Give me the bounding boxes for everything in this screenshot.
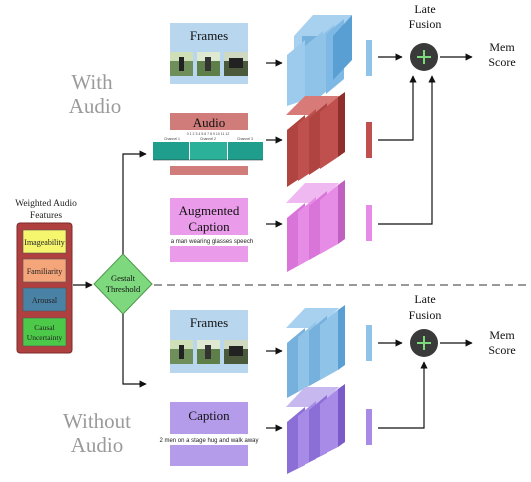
section-bottom-line1: Without: [63, 409, 131, 433]
audio-channel-2: [190, 142, 227, 160]
feature-imageability: Imageability: [22, 229, 67, 254]
branch-up-arrow: [122, 150, 147, 254]
top-fusion-label-1: Late: [414, 2, 435, 16]
branch-down-arrow: [122, 314, 147, 388]
bottom-caption-encoder: [286, 384, 345, 474]
svg-text:Frames: Frames: [190, 315, 228, 330]
bottom-frames-vector: [366, 325, 372, 361]
bottom-caption-card: Caption 2 men on a stage hug and walk aw…: [159, 402, 259, 466]
svg-text:0 1 2 3 4 5 6 7 8 9 10 11 12: 0 1 2 3 4 5 6 7 8 9 10 11 12: [187, 132, 230, 136]
bottom-frames-encoder: [286, 305, 345, 398]
section-bottom-line2: Audio: [71, 433, 124, 457]
svg-text:Gestalt: Gestalt: [111, 273, 136, 283]
bottom-fusion-node: [410, 329, 438, 357]
top-augmented-caption-card: Augmented Caption a man wearing glasses …: [166, 198, 258, 262]
svg-text:Uncertainty: Uncertainty: [27, 333, 63, 342]
bottom-fusion-label-2: Fusion: [409, 308, 442, 322]
top-audio-encoder: [286, 92, 345, 187]
bottom-caption-vector: [366, 409, 372, 445]
arrow-bottom-caption-fusion: [378, 361, 428, 429]
top-caption-encoder: [286, 180, 345, 272]
svg-text:Frames: Frames: [190, 28, 228, 43]
svg-text:Caption: Caption: [188, 408, 230, 423]
svg-text:Channel 2: Channel 2: [200, 137, 216, 141]
top-output-line2: Score: [488, 55, 515, 69]
bottom-fusion-label-1: Late: [414, 292, 435, 306]
feature-arousal: Arousal: [22, 287, 67, 312]
svg-text:Caption: Caption: [188, 219, 230, 234]
top-caption-vector: [366, 205, 372, 241]
feature-causal-uncertainty: Causal Uncertainty: [22, 317, 67, 347]
svg-text:2 men on a stage hug and walk: 2 men on a stage hug and walk away: [159, 438, 258, 444]
audio-channel-3: [228, 142, 263, 160]
section-top-line2: Audio: [69, 94, 122, 118]
top-frames-card: Frames: [170, 23, 248, 84]
bottom-output-line1: Mem: [489, 328, 515, 342]
section-top-line1: With: [71, 70, 113, 94]
bottom-frame-thumbnails: [170, 340, 248, 364]
svg-text:Arousal: Arousal: [32, 296, 58, 305]
top-frames-encoder: [287, 15, 352, 106]
feature-familiarity: Familiarity: [22, 258, 67, 283]
top-audio-vector: [366, 122, 372, 158]
top-output-line1: Mem: [489, 40, 515, 54]
bottom-frames-card: Frames: [170, 310, 248, 373]
svg-text:Augmented: Augmented: [179, 203, 240, 218]
top-fusion-node: [410, 43, 438, 71]
svg-text:Imageability: Imageability: [24, 238, 64, 247]
svg-text:Familiarity: Familiarity: [27, 267, 63, 276]
top-audio-card: Audio 0 1 2 3 4 5 6 7 8 9 10 11 12 Chann…: [152, 113, 264, 175]
arrow-caption-fusion: [378, 75, 436, 225]
top-fusion-label-2: Fusion: [409, 17, 442, 31]
bottom-output-line2: Score: [488, 343, 515, 357]
svg-text:Channel 1: Channel 1: [164, 137, 180, 141]
features-title-line1: Weighted Audio: [15, 199, 77, 209]
svg-text:Channel 3: Channel 3: [237, 137, 253, 141]
features-title-line2: Features: [30, 211, 62, 221]
svg-text:Causal: Causal: [34, 323, 54, 332]
top-frame-thumbnails: [170, 52, 248, 76]
arrow-audio-fusion: [378, 75, 417, 141]
svg-text:Audio: Audio: [193, 115, 226, 130]
svg-text:Threshold: Threshold: [106, 284, 141, 294]
top-frames-vector: [366, 40, 372, 76]
gestalt-threshold: Gestalt Threshold: [93, 253, 153, 315]
svg-text:a man wearing glasses speech: a man wearing glasses speech: [171, 239, 253, 245]
audio-channel-1: [153, 142, 189, 160]
